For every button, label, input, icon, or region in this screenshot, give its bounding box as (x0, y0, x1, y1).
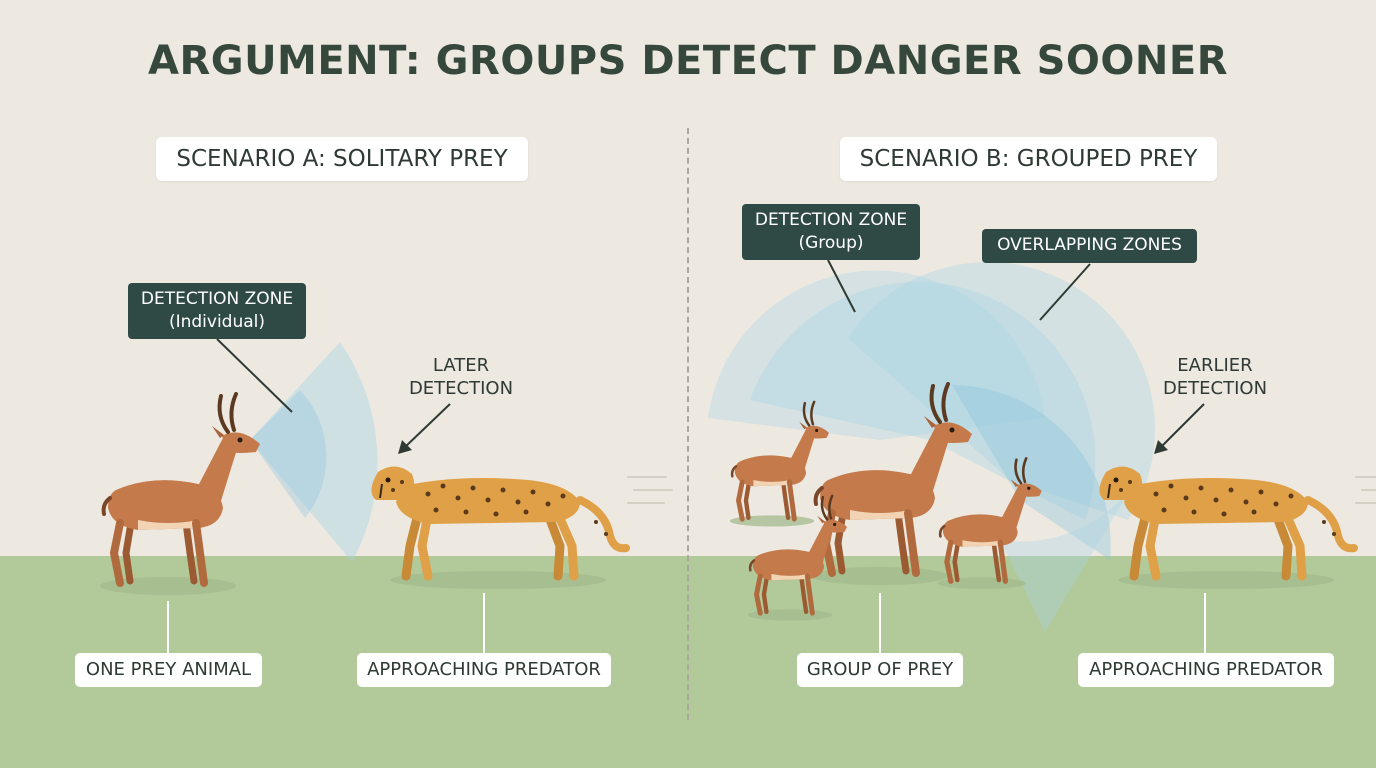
zone-label-line1: DETECTION ZONE (754, 210, 908, 230)
cheetah-icon (1099, 466, 1376, 589)
detection-line2: DETECTION (408, 378, 514, 399)
zone-label-line2: (Group) (798, 233, 864, 253)
gazelle-icon (100, 394, 260, 595)
overlapping-zones-label: OVERLAPPING ZONES (982, 229, 1197, 263)
scenario-b-header: SCENARIO B: GROUPED PREY (840, 137, 1217, 181)
detection-zone-individual-label: DETECTION ZONE (Individual) (128, 283, 306, 339)
zone-label-line2: (Individual) (168, 312, 266, 332)
scenario-a-header: SCENARIO A: SOLITARY PREY (156, 137, 528, 181)
scenario-divider (687, 128, 689, 720)
caption-ticks (167, 593, 1206, 653)
detection-line1: EARLIER (1177, 355, 1253, 376)
prey-caption-b: GROUP OF PREY (797, 653, 963, 687)
predator-caption-a: APPROACHING PREDATOR (357, 653, 611, 687)
detection-line1: LATER (432, 355, 490, 376)
detection-zone-individual (250, 342, 378, 562)
earlier-detection-label: EARLIER DETECTION (1150, 354, 1280, 400)
detection-zone-group-label: DETECTION ZONE (Group) (742, 204, 920, 260)
predator-caption-b: APPROACHING PREDATOR (1078, 653, 1334, 687)
detection-zone-group (708, 262, 1155, 632)
cheetah-icon (371, 466, 672, 589)
later-detection-label: LATER DETECTION (400, 354, 522, 400)
zone-label-line1: DETECTION ZONE (140, 289, 294, 309)
diagram-title: ARGUMENT: GROUPS DETECT DANGER SOONER (147, 38, 1228, 84)
detection-line2: DETECTION (1162, 378, 1268, 399)
prey-caption-a: ONE PREY ANIMAL (75, 653, 262, 687)
annotation-lines (216, 259, 1205, 454)
